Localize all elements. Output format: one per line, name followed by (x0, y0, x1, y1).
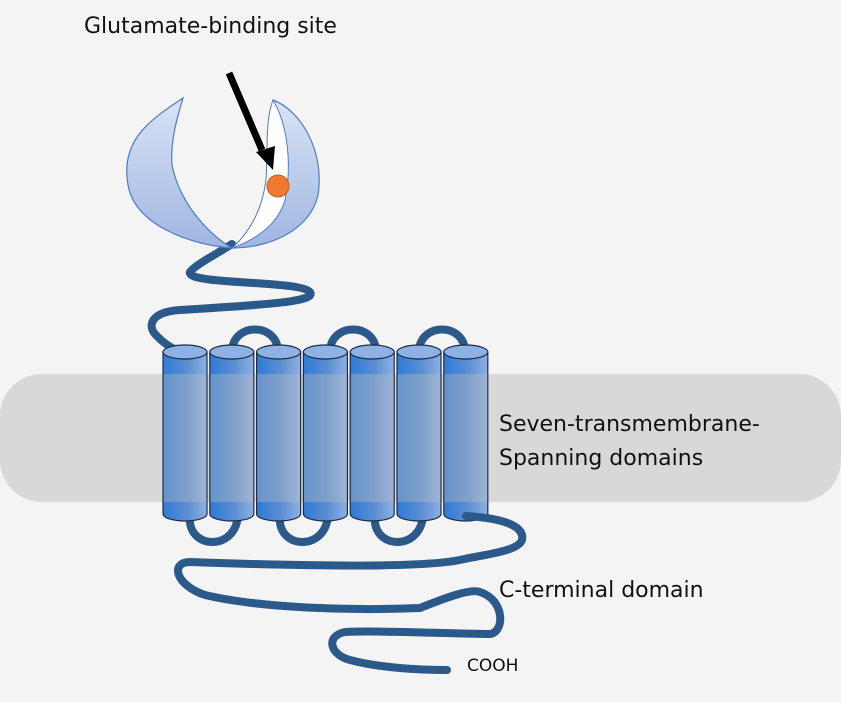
transmembrane-helix (162, 344, 208, 522)
glutamate-ligand (266, 174, 290, 198)
transmembrane-helix (302, 344, 348, 522)
binding-site-label: Glutamate-binding site (84, 14, 337, 39)
transmembrane-helices (162, 344, 489, 522)
transmembrane-helix (396, 344, 442, 522)
transmembrane-helix (256, 344, 302, 522)
intracellular-loop (275, 514, 332, 546)
transmembrane-helix (209, 344, 255, 522)
transmembrane-label-line1: Seven-transmembrane- (499, 412, 760, 437)
intracellular-loops (185, 514, 427, 546)
c-terminal-tail (174, 512, 527, 674)
intracellular-loop (370, 514, 427, 546)
transmembrane-helix (349, 344, 395, 522)
transmembrane-label-line2: Spanning domains (499, 446, 704, 471)
venus-flytrap-domain (126, 96, 320, 249)
arrow-head-icon (256, 146, 275, 170)
extracellular-loop (326, 325, 380, 353)
c-terminal-label: C-terminal domain (499, 578, 704, 603)
n-terminal-linker (147, 240, 315, 356)
binding-site-arrow (225, 71, 275, 170)
intracellular-loop (185, 514, 242, 546)
cooh-label: COOH (467, 656, 519, 676)
extracellular-loop (415, 325, 469, 353)
transmembrane-label: Seven-transmembrane- Spanning domains (499, 408, 760, 476)
extracellular-loop (228, 325, 282, 353)
extracellular-loops (228, 325, 469, 353)
transmembrane-helix (443, 344, 489, 522)
vft-left-lobe (126, 96, 233, 249)
